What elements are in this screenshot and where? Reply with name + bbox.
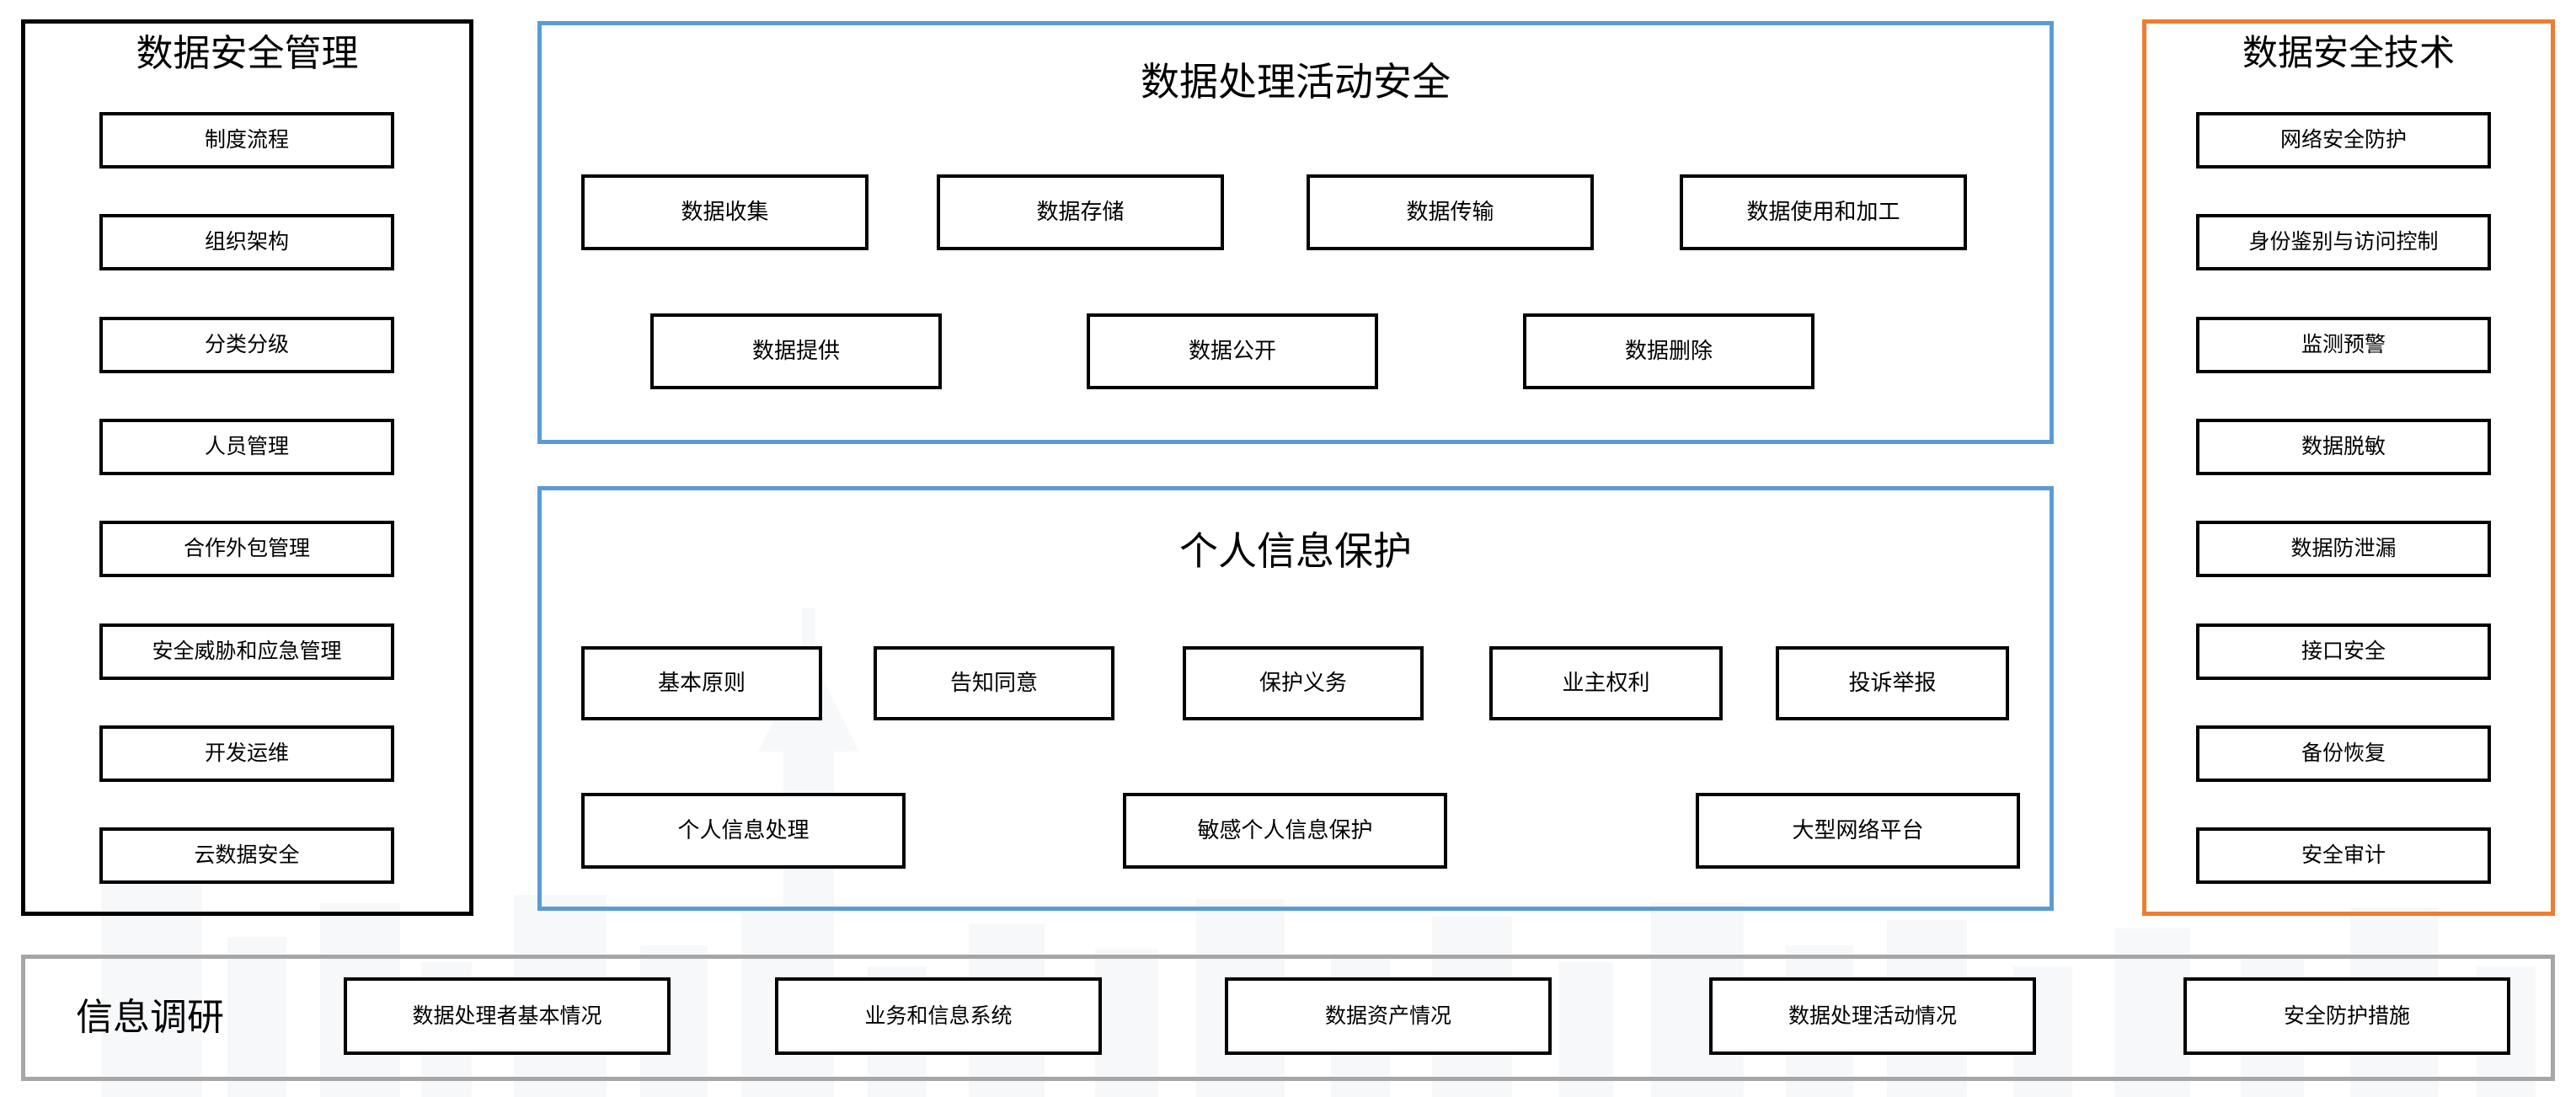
management-item-4[interactable]: 合作外包管理	[99, 521, 394, 577]
survey-item-0[interactable]: 数据处理者基本情况	[344, 977, 671, 1055]
management-item-0[interactable]: 制度流程	[99, 112, 394, 169]
survey-bar-title: 信息调研	[76, 997, 224, 1038]
survey-item-2[interactable]: 数据资产情况	[1225, 977, 1552, 1055]
personal-row2-item-0[interactable]: 个人信息处理	[581, 793, 906, 869]
technology-item-5[interactable]: 接口安全	[2196, 623, 2491, 680]
personal-row1-item-3[interactable]: 业主权利	[1489, 646, 1723, 720]
technology-panel-title: 数据安全技术	[2242, 33, 2455, 72]
technology-item-3[interactable]: 数据脱敏	[2196, 419, 2491, 475]
processing-row2-item-1[interactable]: 数据公开	[1087, 313, 1378, 389]
processing-row1-item-1[interactable]: 数据存储	[937, 174, 1224, 250]
technology-panel	[2142, 19, 2555, 916]
management-item-6[interactable]: 开发运维	[99, 725, 394, 782]
management-item-1[interactable]: 组织架构	[99, 214, 394, 270]
personal-row1-item-4[interactable]: 投诉举报	[1776, 646, 2009, 720]
technology-item-1[interactable]: 身份鉴别与访问控制	[2196, 214, 2491, 270]
personal-row2-item-1[interactable]: 敏感个人信息保护	[1123, 793, 1447, 869]
personal-panel-title: 个人信息保护	[1179, 529, 1412, 573]
processing-row1-item-2[interactable]: 数据传输	[1307, 174, 1594, 250]
survey-bar-panel	[21, 955, 2555, 1081]
technology-item-7[interactable]: 安全审计	[2196, 827, 2491, 884]
technology-item-0[interactable]: 网络安全防护	[2196, 112, 2491, 169]
technology-item-6[interactable]: 备份恢复	[2196, 725, 2491, 782]
survey-item-3[interactable]: 数据处理活动情况	[1709, 977, 2036, 1055]
management-item-3[interactable]: 人员管理	[99, 419, 394, 475]
management-item-5[interactable]: 安全威胁和应急管理	[99, 623, 394, 680]
survey-item-4[interactable]: 安全防护措施	[2183, 977, 2510, 1055]
technology-item-2[interactable]: 监测预警	[2196, 317, 2491, 373]
personal-row1-item-1[interactable]: 告知同意	[874, 646, 1114, 720]
personal-row1-item-2[interactable]: 保护义务	[1183, 646, 1424, 720]
processing-row2-item-2[interactable]: 数据删除	[1523, 313, 1814, 389]
management-panel	[21, 19, 473, 916]
personal-row1-item-0[interactable]: 基本原则	[581, 646, 822, 720]
processing-panel-title: 数据处理活动安全	[1141, 60, 1451, 104]
processing-row2-item-0[interactable]: 数据提供	[650, 313, 942, 389]
management-item-7[interactable]: 云数据安全	[99, 827, 394, 884]
processing-row1-item-0[interactable]: 数据收集	[581, 174, 868, 250]
survey-item-1[interactable]: 业务和信息系统	[775, 977, 1102, 1055]
personal-panel	[537, 486, 2054, 911]
personal-row2-item-2[interactable]: 大型网络平台	[1696, 793, 2020, 869]
management-panel-title: 数据安全管理	[136, 33, 359, 74]
management-item-2[interactable]: 分类分级	[99, 317, 394, 373]
processing-row1-item-3[interactable]: 数据使用和加工	[1680, 174, 1967, 250]
processing-panel	[537, 21, 2054, 444]
technology-item-4[interactable]: 数据防泄漏	[2196, 521, 2491, 577]
